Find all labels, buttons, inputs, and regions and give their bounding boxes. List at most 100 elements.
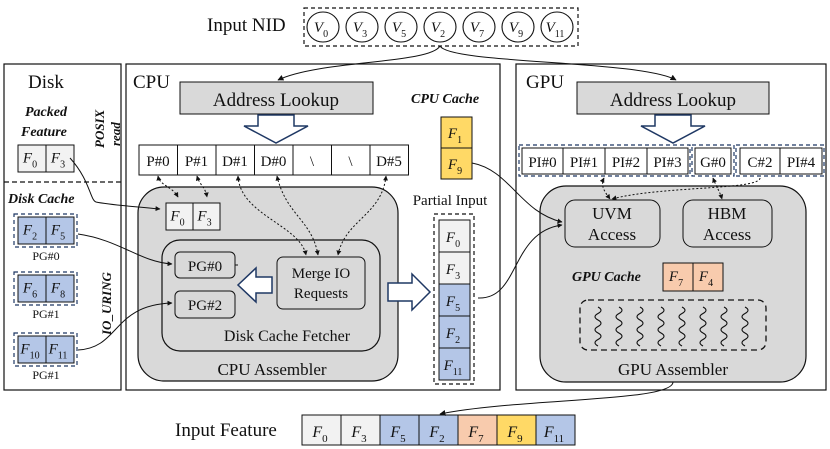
p1-to-f3-link [195, 175, 209, 198]
partial-input-text: F5 [445, 294, 460, 314]
nid-node-label: V9 [509, 20, 523, 40]
disk-page-feature-text: F5 [50, 223, 65, 243]
gpu-cache-feature-text: F4 [698, 269, 713, 289]
disk-cache-fetcher-label: Disk Cache Fetcher [224, 328, 351, 345]
cpu-assembler-feature-text: F0 [169, 209, 184, 229]
cpu-lookup-cell [215, 144, 255, 176]
partial-input-text: F3 [445, 262, 460, 282]
cpu-lookup-arrow [243, 114, 309, 144]
gpu-c-to-uvm-link [611, 177, 761, 201]
gpu-lookup-label: PI#4 [787, 155, 816, 171]
dotted-lookup-links [156, 175, 761, 256]
cpu-lookup-label: \ [310, 154, 315, 170]
p0-to-f0-link [156, 175, 179, 198]
gpu-to-input-feature-arrow [439, 381, 674, 416]
merge-io-label-1: Merge IO [292, 266, 351, 282]
gpu-thread-squiggle [657, 306, 665, 347]
nid-node [540, 11, 574, 43]
fetch-page-1 [174, 290, 236, 319]
gpu-thread-squiggles [594, 306, 749, 347]
disk-title: Disk [28, 72, 64, 93]
hbm-access [682, 199, 773, 248]
gpu-lookup-group-c [735, 144, 825, 177]
cpu-lookup-label: \ [348, 154, 353, 170]
gpu-cache-title: GPU Cache [572, 270, 641, 285]
cpu-lookup-cell [292, 144, 332, 176]
cpu-assembler-feature-text: F3 [196, 209, 211, 229]
gpu-cache-feature-cell [692, 262, 724, 292]
disk-page-feature-text: F10 [19, 342, 39, 362]
gpu-lookup-label: PI#0 [528, 155, 556, 171]
input-feature-cell [301, 414, 342, 446]
partial-to-uvm-arrow [477, 223, 563, 299]
nid-node-label: V7 [470, 20, 484, 40]
gpu-lookup-cell [739, 147, 781, 175]
gpu-lookup-label: PI#3 [653, 155, 681, 171]
gpu-thread-squiggle [615, 306, 623, 347]
packed-feature-text: F3 [50, 151, 65, 171]
nid-node [423, 11, 457, 43]
merge-io-label-2: Requests [294, 286, 348, 302]
disk-page-frame [13, 332, 78, 367]
nid-node [384, 11, 418, 43]
cpu-cache-cell [440, 116, 473, 149]
cpu-lookup-label: D#1 [222, 154, 248, 170]
packed-to-assembler-arrow [69, 157, 161, 212]
disk-page-feature-cell [45, 274, 75, 303]
cpu-address-lookup-label: Address Lookup [213, 90, 339, 111]
disk-page-frame [13, 271, 78, 306]
input-feature-text: F5 [389, 424, 406, 445]
nid-node [501, 11, 535, 43]
nid-node [345, 11, 379, 43]
nid-node [462, 11, 496, 43]
disk-pg0-to-fetch-arrow [77, 233, 173, 267]
cpu-lookup-label: D#0 [261, 154, 287, 170]
cpu-lookup-cell [138, 144, 178, 176]
posix-read-label: read [108, 122, 123, 146]
nid-node-label: V0 [314, 20, 328, 40]
cpu-cache-text: F9 [447, 157, 462, 177]
gpu-lookup-cell [646, 147, 689, 175]
d5-to-merge-link [336, 175, 389, 256]
disk-page-label: PG#1 [32, 307, 59, 321]
input-feature-cell [340, 414, 381, 446]
cpu-lookup-cell [331, 144, 371, 176]
cpu-assembler-feature-cell [165, 202, 194, 231]
partial-input-text: F2 [445, 326, 460, 346]
disk-page-feature-text: F11 [48, 342, 68, 362]
posix-label: POSIX [92, 109, 107, 148]
assembler-to-partial-arrow [387, 272, 432, 312]
gpu-lookup-label: C#2 [747, 155, 772, 171]
gpu-lookup-label: PI#1 [570, 155, 598, 171]
io-uring-label: IO_URING [99, 272, 114, 336]
disk-page-feature-text: F8 [50, 281, 65, 301]
packed-feature-cell [17, 144, 47, 173]
gpu-thread-squiggle [678, 306, 686, 347]
cpu-assembler-feature-cell [192, 202, 221, 231]
input-feature-label: Input Feature [175, 420, 277, 441]
cpu-assembler-label: CPU Assembler [217, 360, 326, 379]
disk-page-frame [13, 213, 78, 248]
gpu-thread-squiggle [741, 306, 749, 347]
gpu-thread-squiggle [636, 306, 644, 347]
input-nid-label: Input NID [207, 15, 286, 36]
cpu-title: CPU [133, 72, 170, 93]
nid-node-label: V5 [392, 20, 406, 40]
fetch-page-0-label: PG#0 [188, 259, 222, 275]
cpu-cache-cell [440, 147, 473, 180]
uvm-access-label-2: Access [588, 225, 636, 244]
packed-label-2: Feature [20, 125, 67, 140]
disk-page-label: PG#0 [32, 249, 59, 263]
gpu-threads-box [579, 299, 767, 351]
gpu-lookup-group-pi [518, 144, 691, 177]
input-feature-text: F0 [311, 424, 328, 445]
partial-input-cell [438, 315, 471, 349]
hbm-access-label-1: HBM [708, 204, 747, 223]
partial-input-title: Partial Input [413, 193, 488, 209]
